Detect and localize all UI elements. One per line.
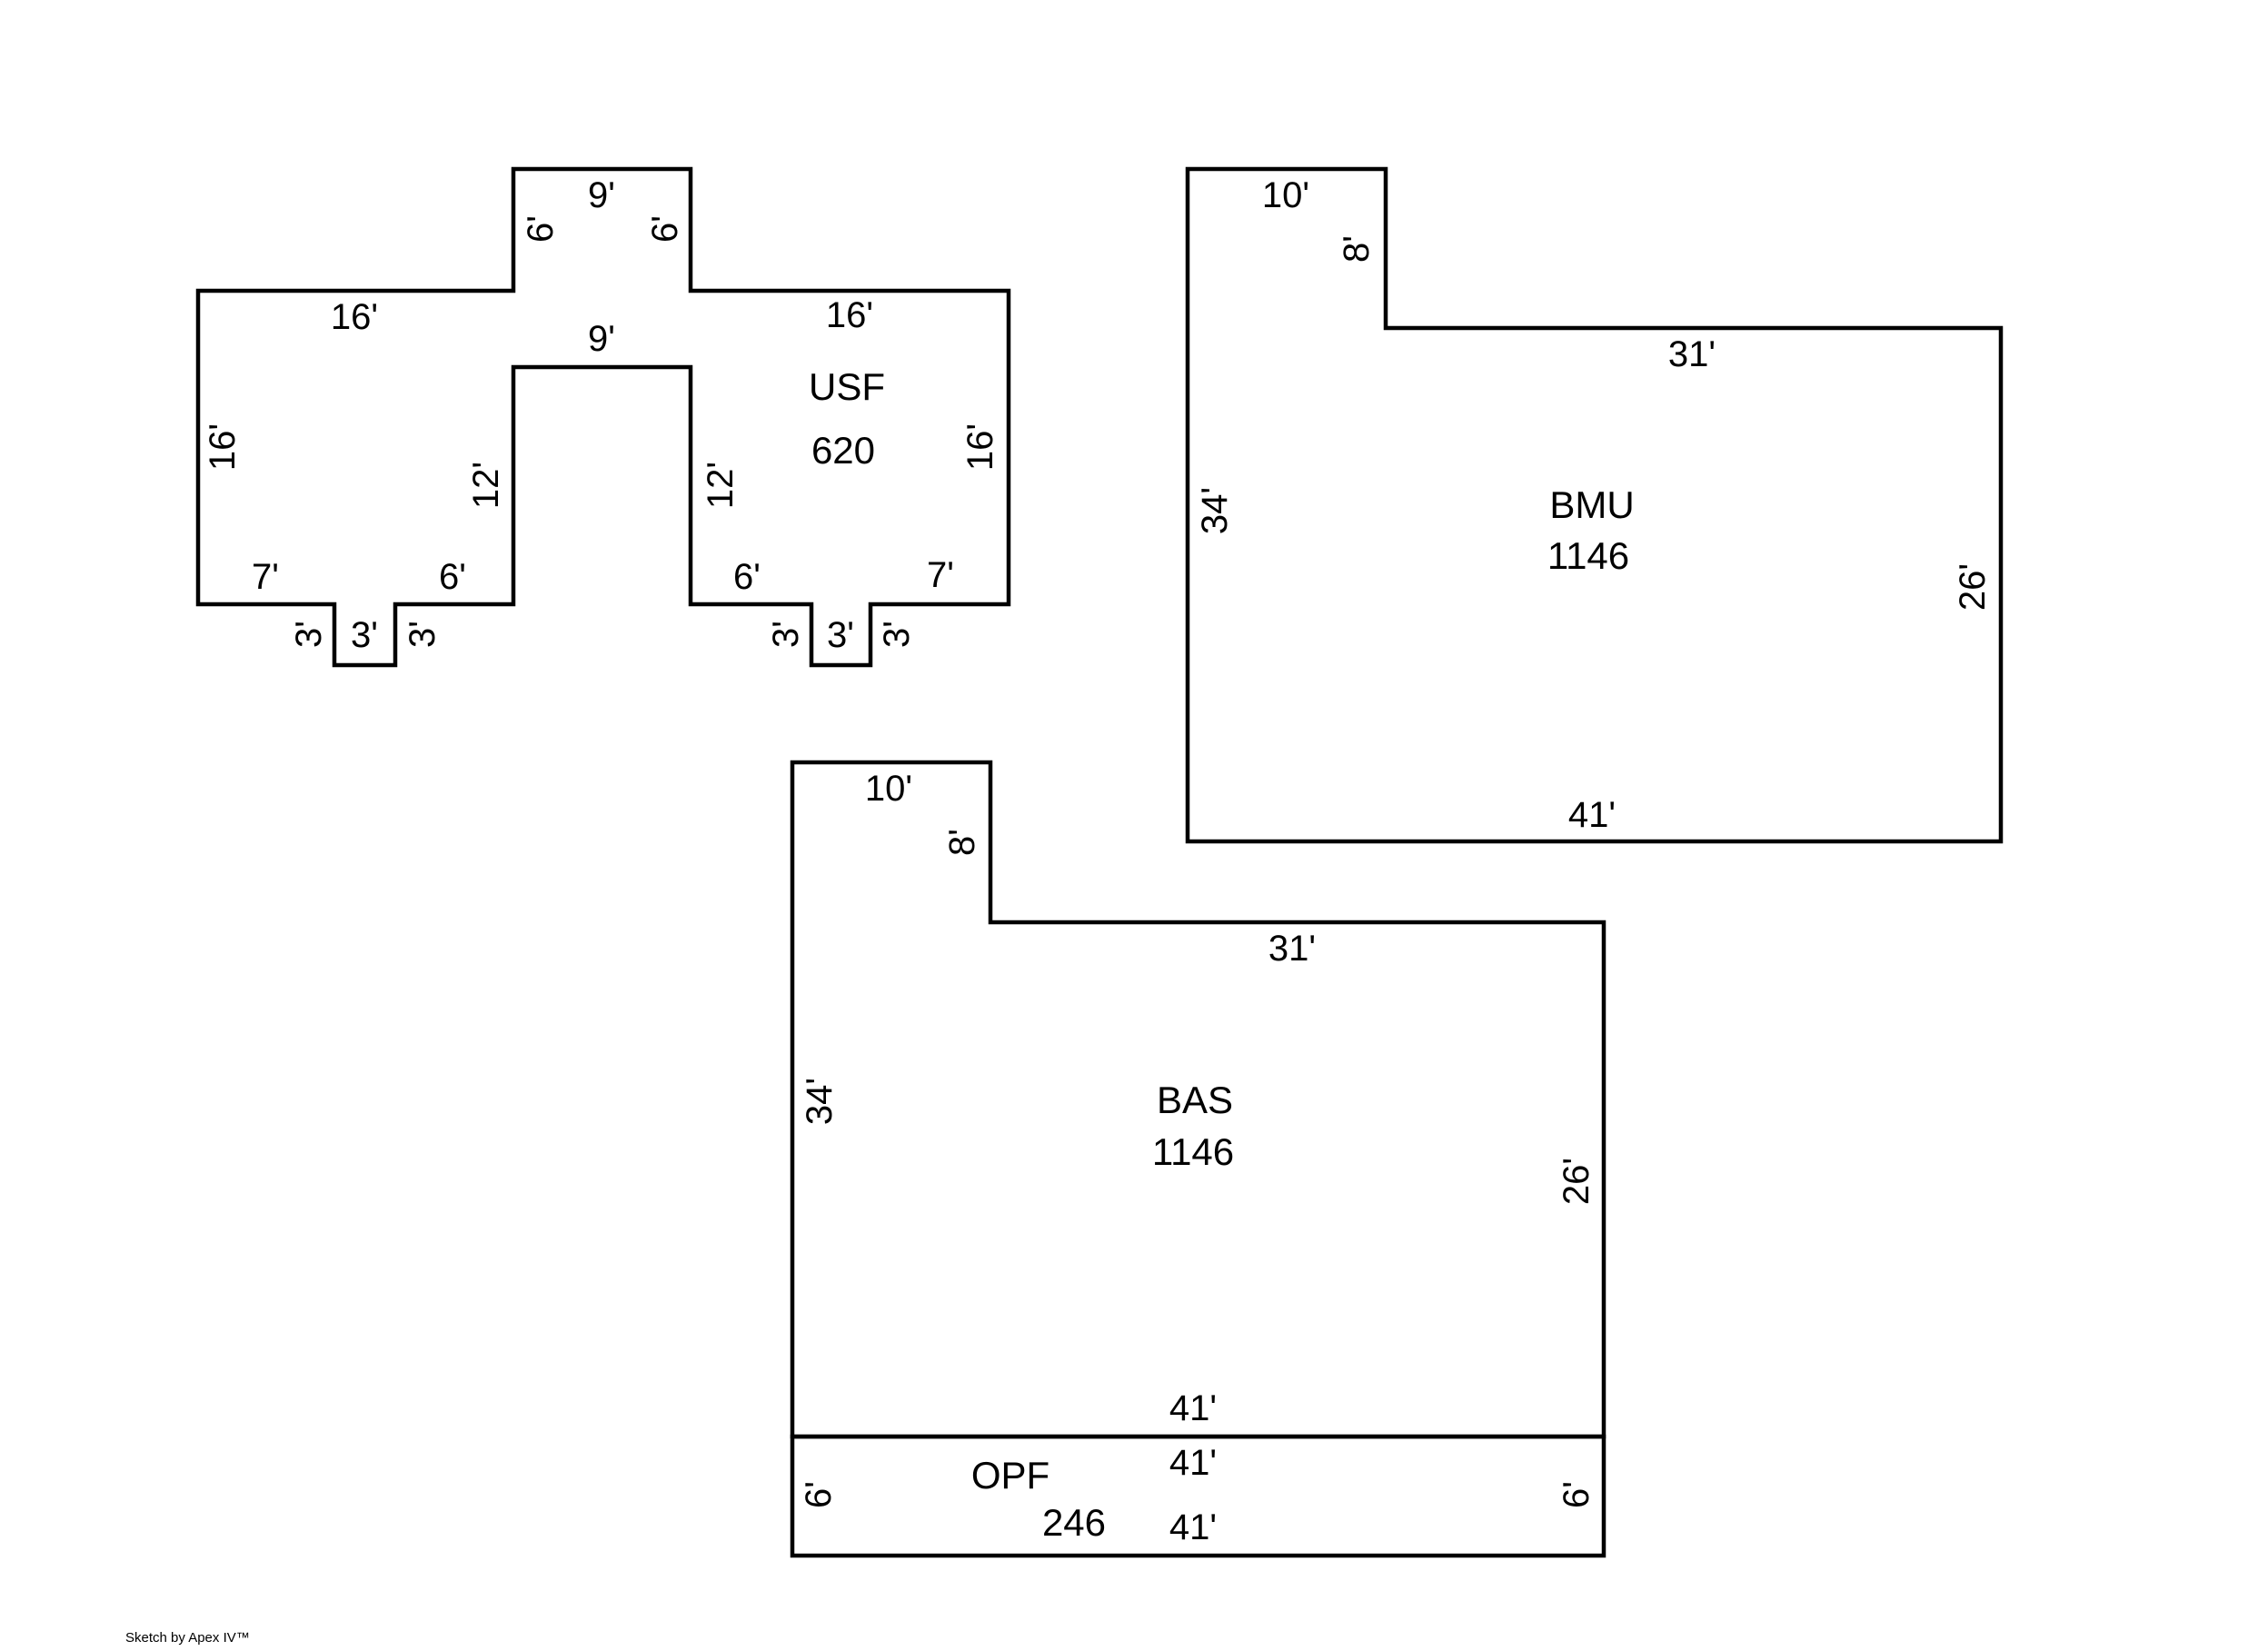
bas-dim-right: 26'	[1557, 1158, 1597, 1205]
bmu-outline	[1185, 166, 2004, 844]
bas-dim-top: 10'	[865, 769, 912, 809]
usf-dim-top-right: 16'	[826, 295, 873, 335]
usf-dim-stub-right-side-1: 3'	[766, 621, 806, 648]
opf-dim-left: 6'	[799, 1481, 839, 1508]
bas-code: BAS	[1157, 1079, 1233, 1121]
usf-code: USF	[809, 365, 885, 408]
bas-dim-bottom: 41'	[1169, 1388, 1217, 1428]
usf-outline	[195, 166, 1011, 668]
bmu-dim-top: 10'	[1262, 175, 1309, 215]
bmu-dim-notch: 8'	[1337, 235, 1377, 263]
sketch-credit: Sketch by Apex IV™	[125, 1630, 250, 1646]
opf-outline	[790, 1434, 1606, 1558]
bas-area: 1146	[1152, 1130, 1234, 1173]
usf-dim-bottom-right-2: 7'	[927, 555, 954, 595]
bas-dim-left: 34'	[800, 1078, 840, 1125]
usf-dim-bottom-left-1: 7'	[252, 557, 279, 597]
bmu-dim-left: 34'	[1195, 487, 1235, 534]
usf-dim-inner-left: 12'	[466, 462, 506, 509]
usf-dim-inner-top: 9'	[588, 319, 615, 359]
usf-dim-notch-left: 6'	[521, 215, 561, 243]
bas-dim-notch: 8'	[942, 829, 982, 856]
usf-dim-stub-right-side-2: 3'	[877, 621, 917, 648]
opf-code: OPF	[971, 1454, 1049, 1497]
bmu-dim-right: 26'	[1953, 563, 1993, 611]
bmu-dim-top-right: 31'	[1668, 334, 1716, 374]
opf-area: 246	[1042, 1501, 1106, 1544]
usf-dim-top-notch: 9'	[588, 175, 615, 215]
usf-dim-bottom-right-1: 6'	[733, 557, 761, 597]
usf-dim-stub-right-bottom: 3'	[827, 615, 854, 655]
usf-dim-left: 16'	[203, 423, 243, 471]
bmu-area: 1146	[1547, 534, 1629, 577]
usf-dim-top-left: 16'	[331, 297, 378, 337]
opf-dim-bottom: 41'	[1169, 1507, 1217, 1547]
bas-dim-top-right: 31'	[1268, 929, 1316, 969]
bmu-code: BMU	[1549, 483, 1634, 526]
usf-dim-notch-right: 6'	[645, 215, 685, 243]
usf-dim-stub-left-side-1: 3'	[289, 621, 329, 648]
usf-dim-inner-right: 12'	[701, 462, 741, 509]
bmu-dim-bottom: 41'	[1568, 795, 1616, 835]
usf-dim-stub-left-bottom: 3'	[351, 615, 378, 655]
usf-dim-bottom-left-2: 6'	[439, 557, 466, 597]
usf-dim-right: 16'	[960, 423, 1000, 471]
opf-dim-top: 41'	[1169, 1443, 1217, 1483]
usf-dim-stub-left-side-2: 3'	[403, 621, 443, 648]
opf-dim-right: 6'	[1557, 1481, 1597, 1508]
usf-area: 620	[811, 429, 875, 472]
